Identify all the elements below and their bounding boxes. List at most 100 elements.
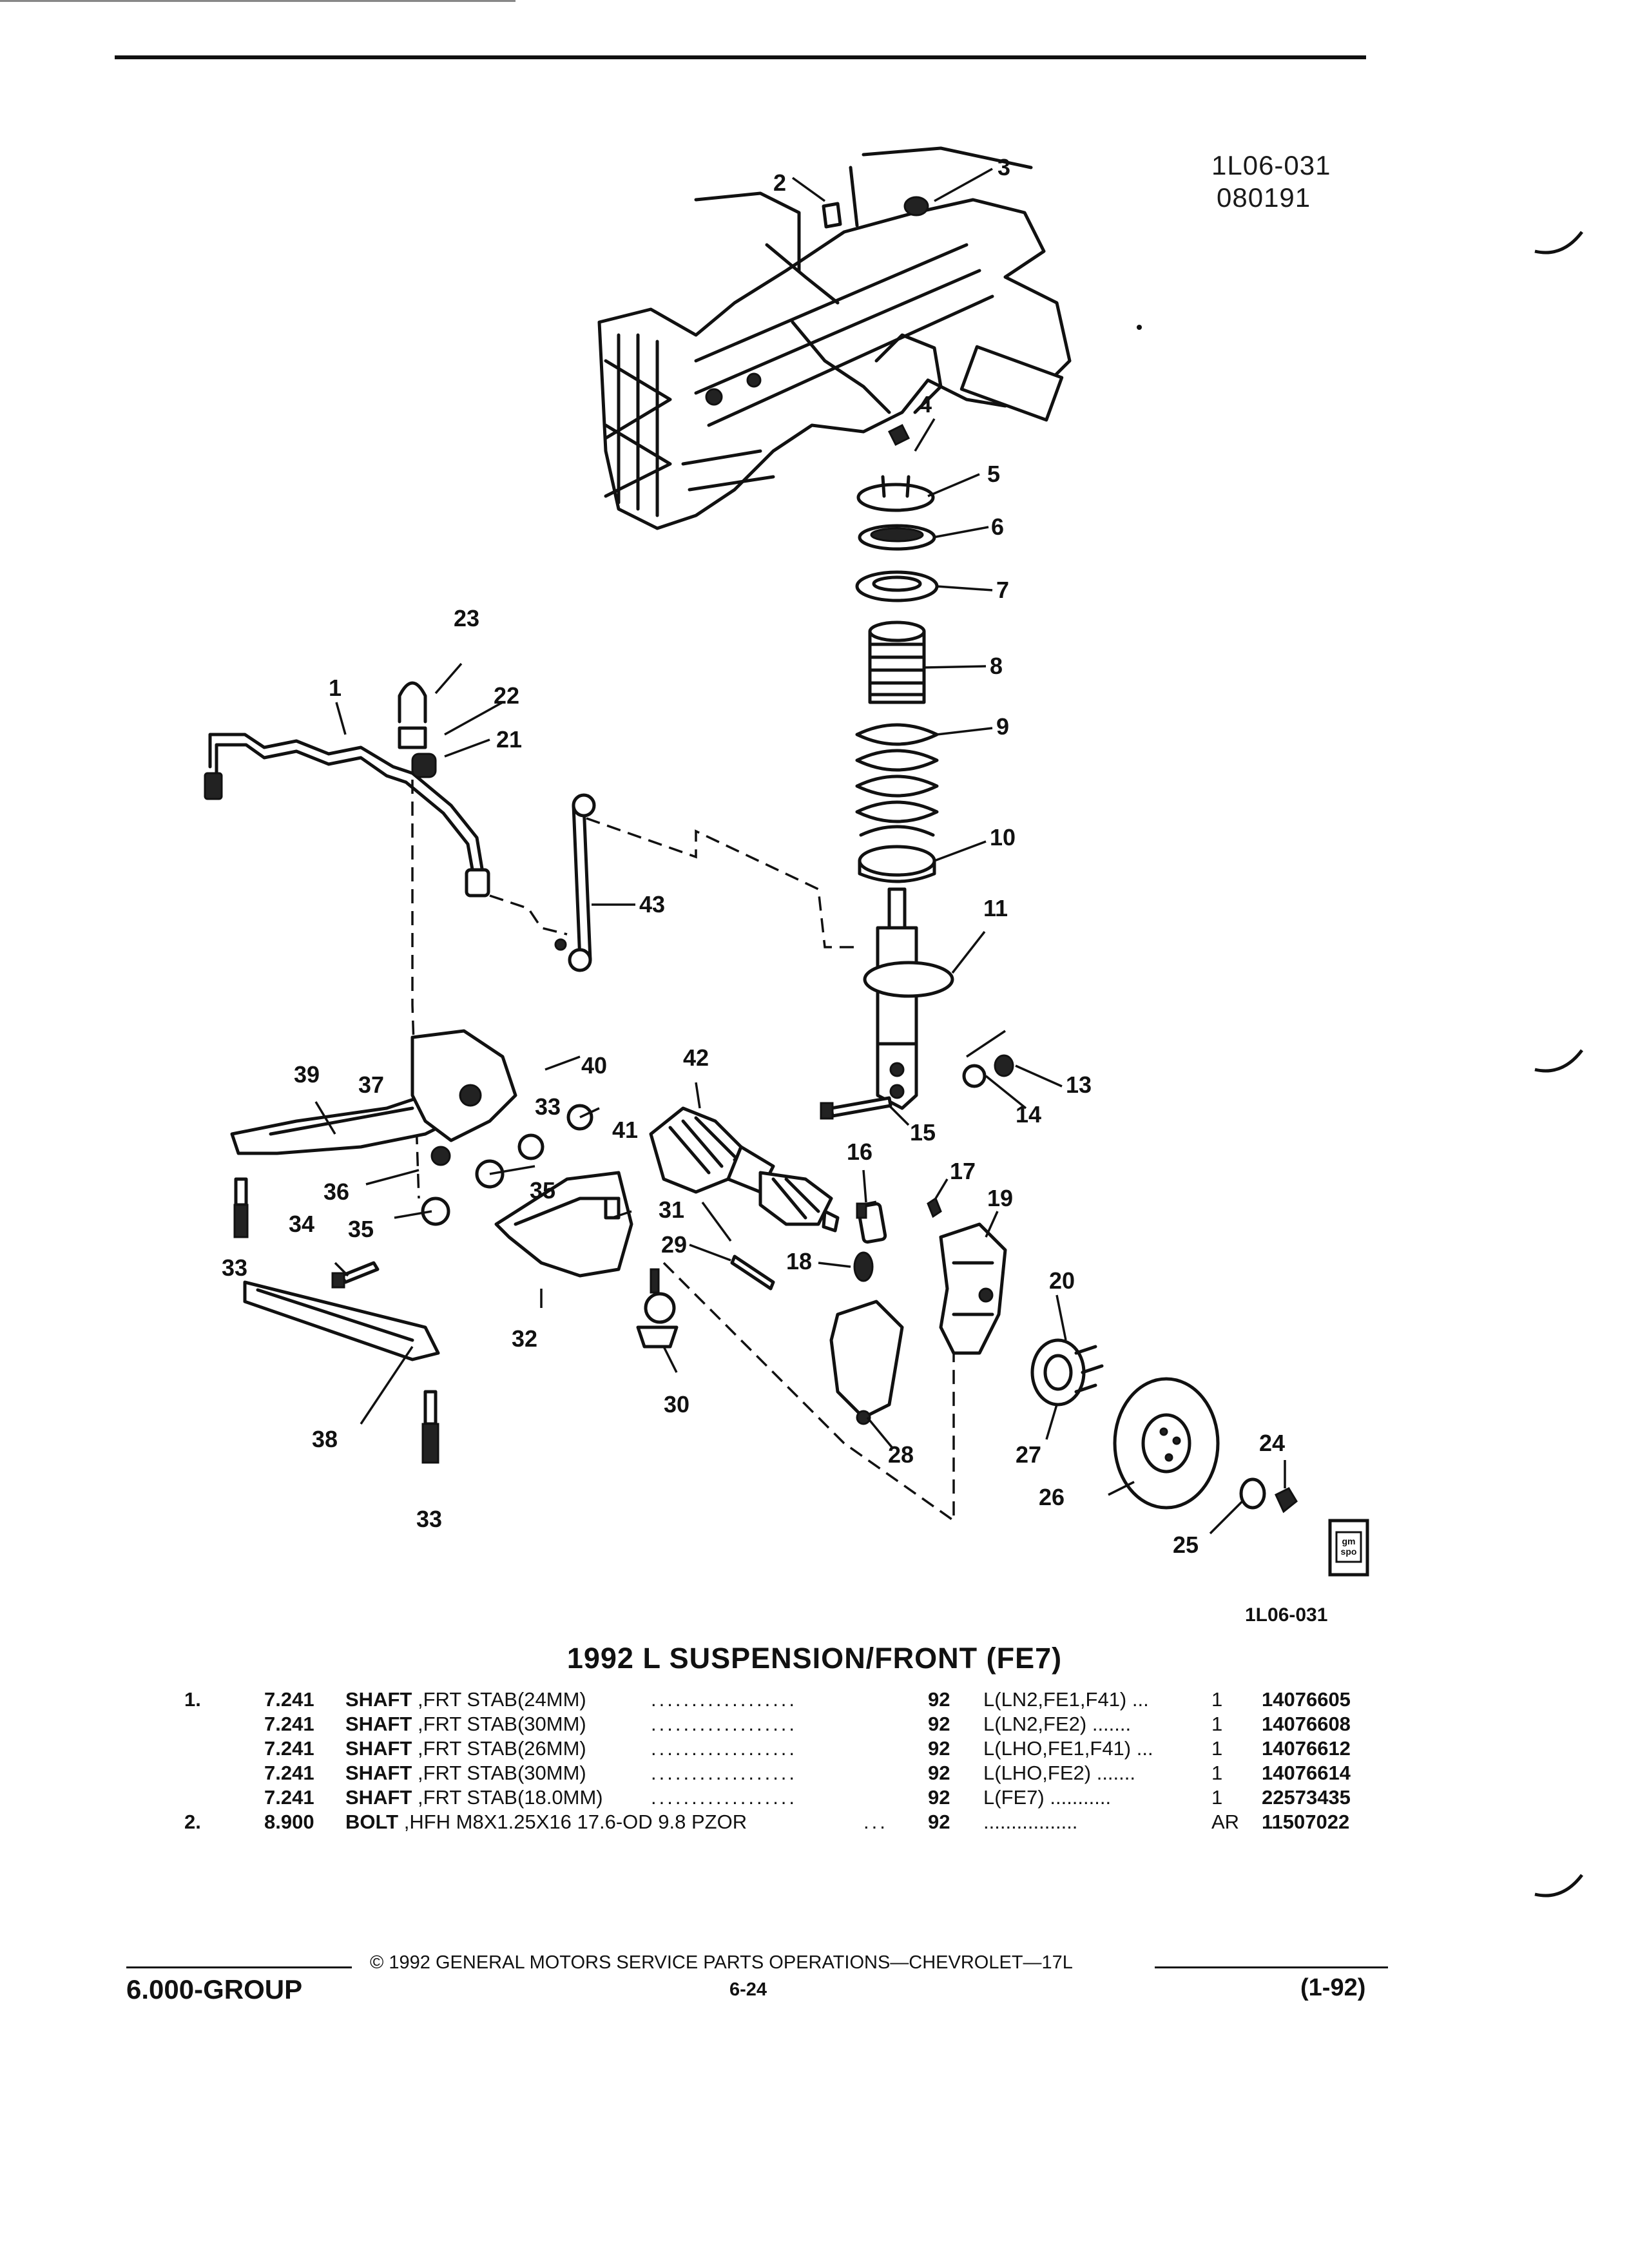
- callout-10: 10: [990, 824, 1016, 850]
- part-number: 22573435: [1262, 1786, 1351, 1809]
- model-year: 92: [928, 1811, 950, 1833]
- revision-code: (1-92): [1300, 1974, 1366, 2001]
- application: L(LN2,FE2) .......: [983, 1713, 1132, 1735]
- callout-4: 4: [919, 391, 932, 418]
- dot-leader: ..................: [651, 1688, 798, 1711]
- callout-24: 24: [1259, 1430, 1285, 1456]
- part-spec: ,FRT STAB(30MM): [417, 1762, 586, 1784]
- group-label: 6.000-GROUP: [126, 1974, 303, 2004]
- callout-33-lower: 33: [416, 1506, 442, 1532]
- dot-leader: ..................: [651, 1786, 798, 1809]
- callout-2: 2: [773, 169, 786, 196]
- dot-leader: ...: [863, 1811, 888, 1833]
- callout-30: 30: [664, 1391, 689, 1418]
- group-number: 7.241: [264, 1737, 314, 1760]
- callout-33-middle: 33: [535, 1093, 561, 1120]
- dot-leader: ..................: [651, 1762, 798, 1784]
- application: L(FE7) ...........: [983, 1786, 1112, 1809]
- footer-rule-right: [1155, 1966, 1388, 1968]
- part-name: BOLT: [345, 1811, 399, 1833]
- parts-row: 2. 8.900 BOLT ,HFH M8X1.25X16 17.6-OD 9.…: [0, 1811, 1629, 1836]
- part-number: 14076612: [1262, 1737, 1351, 1760]
- callout-28: 28: [888, 1441, 914, 1468]
- part-name: SHAFT: [345, 1762, 412, 1784]
- callout-7: 7: [996, 577, 1009, 603]
- nut-3: [903, 196, 929, 216]
- part-spec: ,FRT STAB(24MM): [417, 1688, 586, 1711]
- application: L(LHO,FE2) .......: [983, 1762, 1135, 1784]
- callout-40: 40: [581, 1052, 607, 1079]
- callout-35-lower: 35: [348, 1216, 374, 1242]
- group-number: 8.900: [264, 1811, 314, 1833]
- part-spec: ,FRT STAB(30MM): [417, 1713, 586, 1735]
- callout-23: 23: [454, 605, 479, 631]
- header-rule: [115, 55, 1366, 59]
- illustration-code: 1L06-031: [1211, 150, 1331, 180]
- part-name: SHAFT: [345, 1737, 412, 1760]
- callout-22: 22: [494, 682, 519, 709]
- dot-leader: ..................: [651, 1713, 798, 1735]
- item-number: 1.: [184, 1688, 201, 1711]
- parts-row: 7.241 SHAFT ,FRT STAB(26MM) ............…: [0, 1737, 1629, 1763]
- part-description: SHAFT ,FRT STAB(26MM): [345, 1737, 586, 1760]
- quantity: AR: [1211, 1811, 1240, 1833]
- callout-1: 1: [329, 675, 342, 701]
- suspension-exploded-diagram: 1 2 3 4 5 6 7 8 9 10 11 13 14 15 16 17 1…: [204, 146, 1369, 1577]
- callout-8: 8: [990, 653, 1003, 679]
- part-name: SHAFT: [345, 1688, 412, 1711]
- callout-33-upper: 33: [222, 1254, 247, 1281]
- gm-logo-text: gm spo: [1340, 1536, 1357, 1557]
- callout-21: 21: [496, 726, 522, 753]
- callout-13: 13: [1066, 1072, 1092, 1098]
- illustration-date: 080191: [1217, 182, 1311, 213]
- callout-25: 25: [1173, 1532, 1199, 1558]
- quantity: 1: [1211, 1737, 1223, 1760]
- part-spec: ,FRT STAB(18.0MM): [417, 1786, 603, 1809]
- diagram-footer-code: 1L06-031: [1245, 1604, 1328, 1626]
- quantity: 1: [1211, 1713, 1223, 1735]
- part-number: 14076614: [1262, 1762, 1351, 1784]
- callout-35-upper: 35: [530, 1177, 555, 1204]
- application: .................: [983, 1811, 1078, 1833]
- callout-41: 41: [612, 1117, 638, 1143]
- callout-37: 37: [358, 1072, 384, 1098]
- drive-axle: [649, 1106, 840, 1233]
- parts-row: 7.241 SHAFT ,FRT STAB(30MM) ............…: [0, 1713, 1629, 1738]
- binding-mark-3: [1534, 1874, 1583, 1898]
- callout-43: 43: [639, 891, 665, 918]
- callout-6: 6: [991, 514, 1004, 540]
- callout-26: 26: [1039, 1484, 1065, 1510]
- callout-38: 38: [312, 1426, 338, 1452]
- strut-stack: [820, 423, 1014, 1120]
- callout-15: 15: [910, 1119, 936, 1146]
- callout-32: 32: [512, 1325, 537, 1352]
- part-spec: ,FRT STAB(26MM): [417, 1737, 586, 1760]
- binding-mark-1: [1534, 231, 1583, 255]
- section-title: 1992 L SUSPENSION/FRONT (FE7): [566, 1642, 1063, 1675]
- parts-row: 1. 7.241 SHAFT ,FRT STAB(24MM) .........…: [0, 1688, 1629, 1714]
- quantity: 1: [1211, 1688, 1223, 1711]
- binding-mark-2: [1534, 1049, 1583, 1073]
- dot-leader: ..................: [651, 1737, 798, 1760]
- part-description: SHAFT ,FRT STAB(30MM): [345, 1762, 586, 1785]
- gm-spo-logo: [1328, 1519, 1369, 1577]
- callout-18: 18: [786, 1248, 812, 1274]
- quantity: 1: [1211, 1786, 1223, 1809]
- callout-9: 9: [996, 713, 1009, 740]
- stabilizer-shaft: [204, 681, 596, 972]
- callout-34: 34: [289, 1211, 314, 1237]
- top-scan-line: [0, 0, 516, 2]
- callout-36: 36: [323, 1178, 349, 1205]
- part-name: SHAFT: [345, 1786, 412, 1809]
- part-description: SHAFT ,FRT STAB(18.0MM): [345, 1786, 603, 1809]
- group-number: 7.241: [264, 1762, 314, 1784]
- knuckle-hub-rotor: [730, 1196, 1298, 1514]
- bolt-2: [822, 202, 842, 229]
- control-arm-assembly: [230, 1029, 679, 1464]
- callout-11: 11: [983, 895, 1008, 921]
- quantity: 1: [1211, 1762, 1223, 1784]
- callout-3: 3: [998, 154, 1010, 180]
- body-structure: [597, 146, 1072, 530]
- callout-31: 31: [659, 1196, 684, 1223]
- model-year: 92: [928, 1713, 950, 1735]
